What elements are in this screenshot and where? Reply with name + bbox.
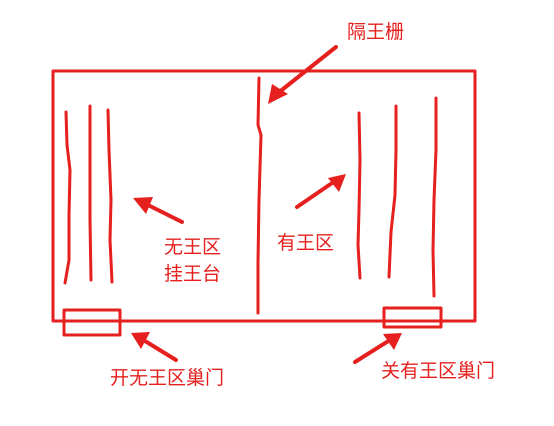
- label-hang-queen-cell: 挂王台: [164, 263, 222, 285]
- queen-excluder-line: [256, 76, 263, 315]
- queenless-entrance-marker: [62, 308, 122, 337]
- left-frame-line-3: [106, 108, 114, 284]
- arrow-to-close-entrance: [353, 333, 402, 364]
- label-queen-excluder: 隔王栅: [347, 21, 405, 43]
- label-queenless-zone: 无王区: [164, 236, 222, 258]
- label-queen-zone: 有王区: [277, 232, 335, 254]
- arrow-to-queenless-zone: [133, 197, 184, 224]
- arrow-to-queen-zone: [295, 174, 346, 209]
- right-frame-line-3: [431, 96, 438, 298]
- left-frame-line-2: [88, 104, 93, 282]
- right-frame-line-1: [356, 111, 362, 280]
- arrow-to-open-entrance: [131, 332, 178, 362]
- label-close-queen-entrance: 关有王区巢门: [381, 360, 496, 382]
- left-frame-line-1: [63, 110, 72, 285]
- label-open-queenless-entrance: 开无王区巢门: [110, 367, 225, 389]
- right-frame-line-2: [387, 104, 398, 279]
- queenright-entrance-marker: [382, 306, 443, 329]
- hive-box-outline: [51, 69, 477, 323]
- arrow-to-excluder: [268, 45, 338, 104]
